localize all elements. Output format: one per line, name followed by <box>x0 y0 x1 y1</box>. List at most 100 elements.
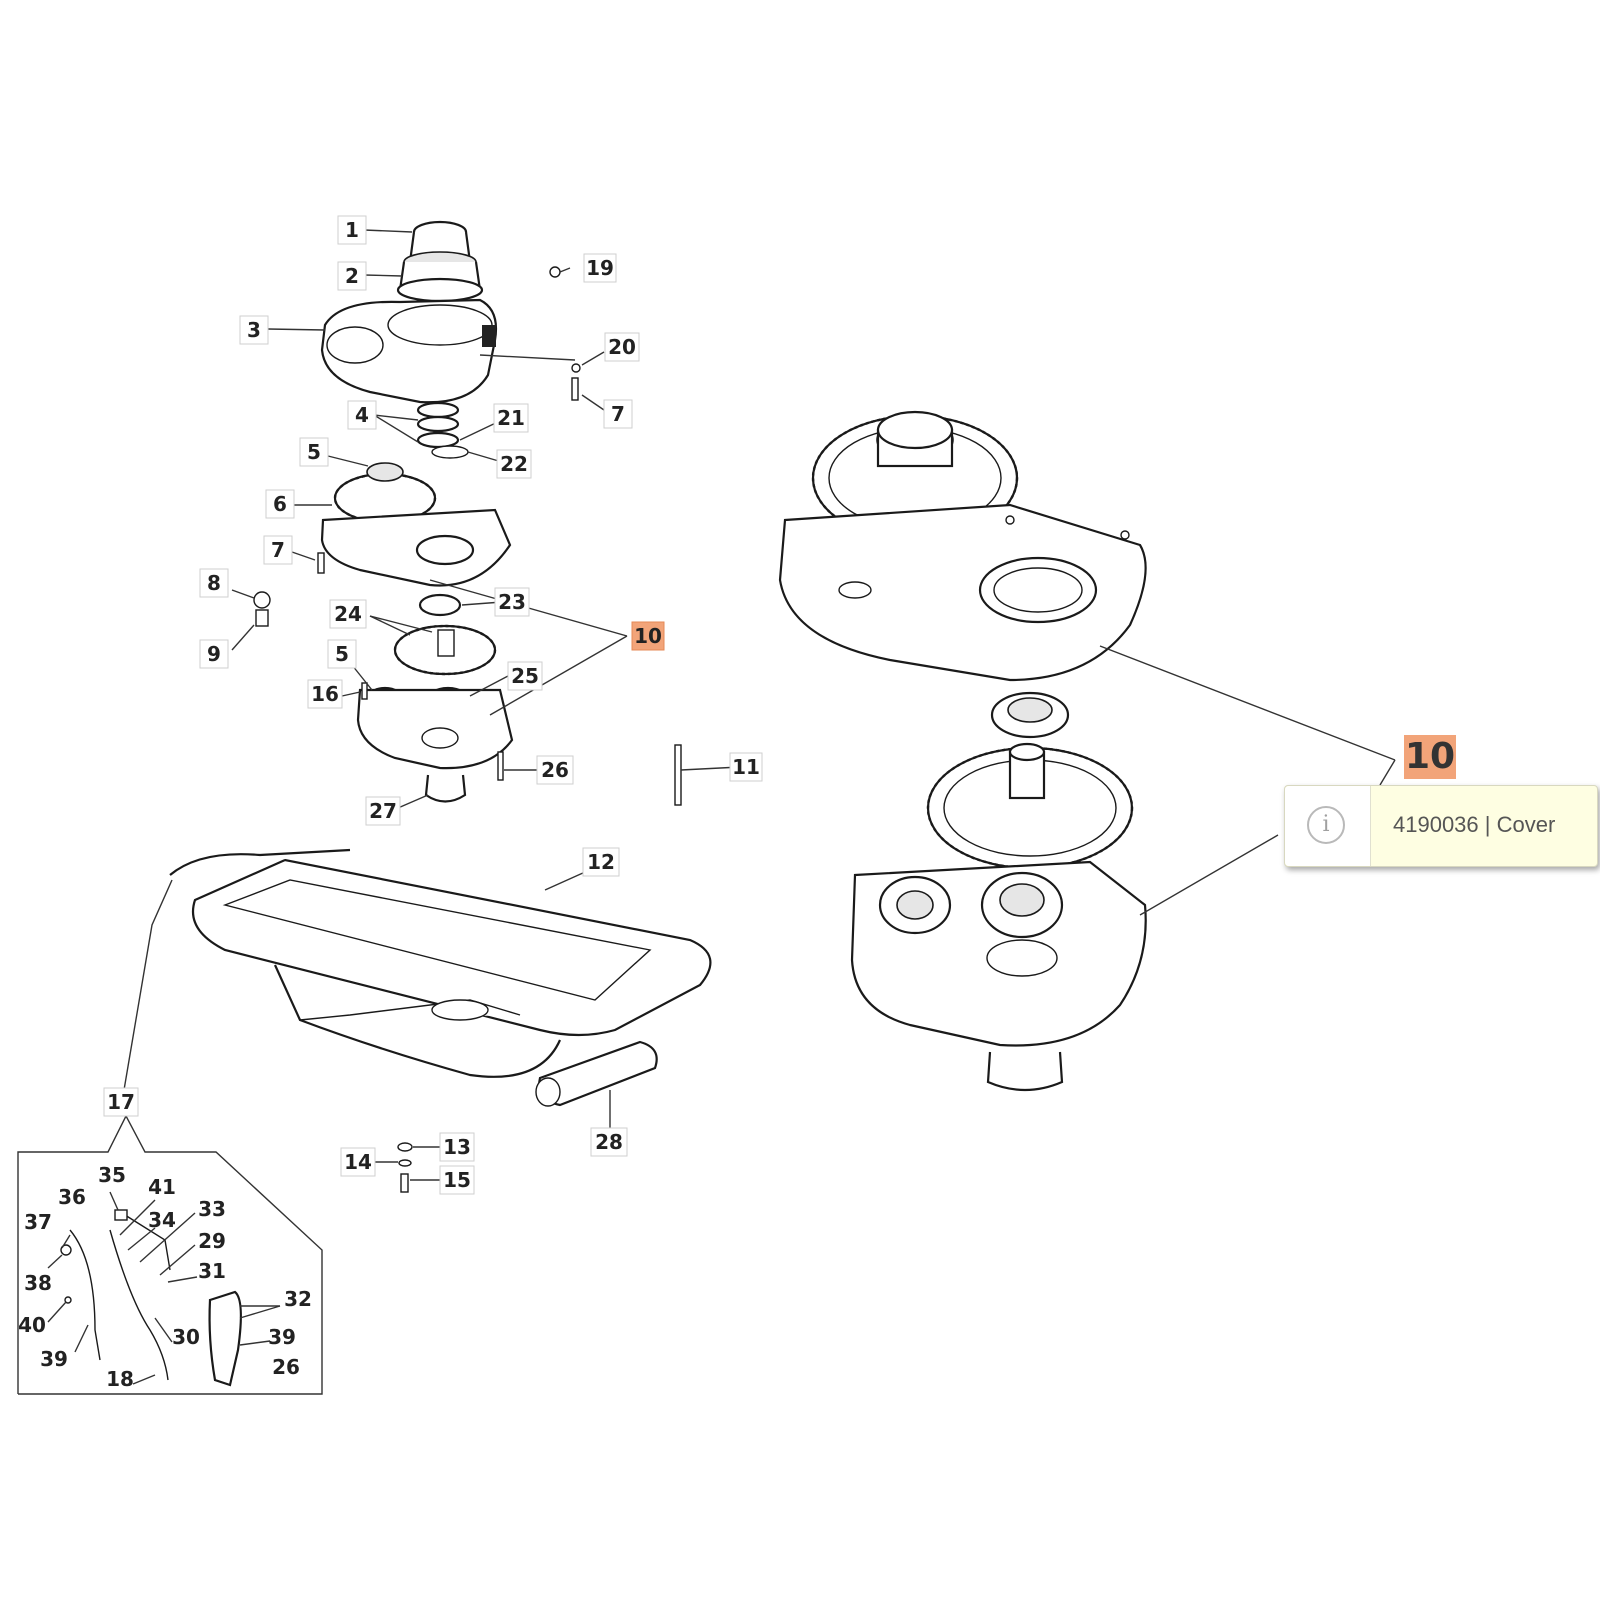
callout-17[interactable]: 17 <box>103 1087 139 1117</box>
callout-10-highlighted[interactable]: 10 <box>631 621 665 651</box>
svg-text:31: 31 <box>198 1259 226 1283</box>
svg-text:36: 36 <box>58 1185 86 1209</box>
svg-text:20: 20 <box>608 335 636 359</box>
callout-36[interactable]: 36 <box>58 1185 86 1209</box>
leader-lines <box>47 229 1396 1385</box>
callout-34[interactable]: 34 <box>148 1208 176 1232</box>
svg-text:3: 3 <box>247 318 261 342</box>
part-tooltip: i 4190036 | Cover <box>1284 785 1598 867</box>
callout-20[interactable]: 20 <box>604 332 640 362</box>
callout-14[interactable]: 14 <box>340 1147 376 1177</box>
svg-text:32: 32 <box>284 1287 312 1311</box>
callout-11[interactable]: 11 <box>729 752 763 782</box>
svg-text:7: 7 <box>611 402 625 426</box>
svg-text:7: 7 <box>271 538 285 562</box>
callout-23[interactable]: 23 <box>494 587 530 617</box>
callout-18[interactable]: 18 <box>106 1367 134 1391</box>
callout-5-lower[interactable]: 5 <box>327 639 357 669</box>
callout-16[interactable]: 16 <box>307 679 343 709</box>
svg-text:26: 26 <box>272 1355 300 1379</box>
callout-8[interactable]: 8 <box>199 568 229 598</box>
tooltip-icon-cell: i <box>1285 786 1371 866</box>
svg-text:14: 14 <box>344 1150 372 1174</box>
svg-text:19: 19 <box>586 256 614 280</box>
svg-text:11: 11 <box>732 755 760 779</box>
callout-24[interactable]: 24 <box>329 599 367 629</box>
callout-15[interactable]: 15 <box>439 1165 475 1195</box>
callout-33[interactable]: 33 <box>198 1197 226 1221</box>
callout-39-left[interactable]: 39 <box>40 1347 68 1371</box>
callout-1[interactable]: 1 <box>337 215 367 245</box>
svg-text:30: 30 <box>172 1325 200 1349</box>
svg-text:9: 9 <box>207 642 221 666</box>
svg-text:15: 15 <box>443 1168 471 1192</box>
callout-29[interactable]: 29 <box>198 1229 226 1253</box>
callout-27[interactable]: 27 <box>365 796 401 826</box>
svg-text:40: 40 <box>18 1313 46 1337</box>
handle-controls-inset <box>17 1114 323 1395</box>
callout-39-right[interactable]: 39 <box>268 1325 296 1349</box>
callout-19[interactable]: 19 <box>583 253 617 283</box>
svg-text:2: 2 <box>345 264 359 288</box>
svg-text:28: 28 <box>595 1130 623 1154</box>
svg-text:18: 18 <box>106 1367 134 1391</box>
callout-7-top[interactable]: 7 <box>603 399 633 429</box>
callout-25[interactable]: 25 <box>507 661 543 691</box>
svg-text:34: 34 <box>148 1208 176 1232</box>
svg-text:5: 5 <box>307 440 321 464</box>
svg-text:39: 39 <box>268 1325 296 1349</box>
callout-6[interactable]: 6 <box>265 489 295 519</box>
svg-text:5: 5 <box>335 642 349 666</box>
svg-text:22: 22 <box>500 452 528 476</box>
svg-text:35: 35 <box>98 1163 126 1187</box>
callout-31[interactable]: 31 <box>198 1259 226 1283</box>
callout-2[interactable]: 2 <box>337 261 367 291</box>
svg-text:21: 21 <box>497 406 525 430</box>
callout-labels: 1 2 3 19 20 7 4 21 5 22 6 7 8 23 24 10 5… <box>18 215 763 1391</box>
tooltip-text: 4190036 | Cover <box>1393 812 1556 837</box>
svg-text:8: 8 <box>207 571 221 595</box>
svg-text:13: 13 <box>443 1135 471 1159</box>
svg-text:41: 41 <box>148 1175 176 1199</box>
callout-7-left[interactable]: 7 <box>263 535 293 565</box>
callout-32[interactable]: 32 <box>284 1287 312 1311</box>
callout-4[interactable]: 4 <box>347 400 377 430</box>
callout-26-inset[interactable]: 26 <box>272 1355 300 1379</box>
callout-28[interactable]: 28 <box>590 1127 628 1157</box>
callout-22[interactable]: 22 <box>496 449 532 479</box>
svg-text:33: 33 <box>198 1197 226 1221</box>
svg-text:17: 17 <box>107 1090 135 1114</box>
callout-40[interactable]: 40 <box>18 1313 46 1337</box>
highlighted-part-number[interactable]: 10 <box>1404 735 1456 779</box>
callout-5-upper[interactable]: 5 <box>299 437 329 467</box>
callout-38[interactable]: 38 <box>24 1271 52 1295</box>
svg-text:38: 38 <box>24 1271 52 1295</box>
svg-text:4: 4 <box>355 403 369 427</box>
svg-text:10: 10 <box>634 624 662 648</box>
svg-text:29: 29 <box>198 1229 226 1253</box>
svg-text:12: 12 <box>587 850 615 874</box>
callout-13[interactable]: 13 <box>439 1132 475 1162</box>
svg-text:24: 24 <box>334 602 362 626</box>
svg-text:16: 16 <box>311 682 339 706</box>
svg-text:25: 25 <box>511 664 539 688</box>
svg-text:6: 6 <box>273 492 287 516</box>
callout-26-upper[interactable]: 26 <box>536 755 574 785</box>
callout-9[interactable]: 9 <box>199 639 229 669</box>
callout-21[interactable]: 21 <box>493 403 529 433</box>
callout-30[interactable]: 30 <box>172 1325 200 1349</box>
cover-assembly-detail <box>778 410 1147 1092</box>
frame-assembly-drawing <box>169 848 712 1193</box>
callout-41[interactable]: 41 <box>148 1175 176 1199</box>
callout-3[interactable]: 3 <box>239 315 269 345</box>
info-icon: i <box>1307 806 1345 844</box>
svg-text:37: 37 <box>24 1210 52 1234</box>
svg-text:27: 27 <box>369 799 397 823</box>
svg-text:26: 26 <box>541 758 569 782</box>
callout-37[interactable]: 37 <box>24 1210 52 1234</box>
svg-text:39: 39 <box>40 1347 68 1371</box>
callout-35[interactable]: 35 <box>98 1163 126 1187</box>
callout-12[interactable]: 12 <box>582 847 620 877</box>
svg-text:1: 1 <box>345 218 359 242</box>
